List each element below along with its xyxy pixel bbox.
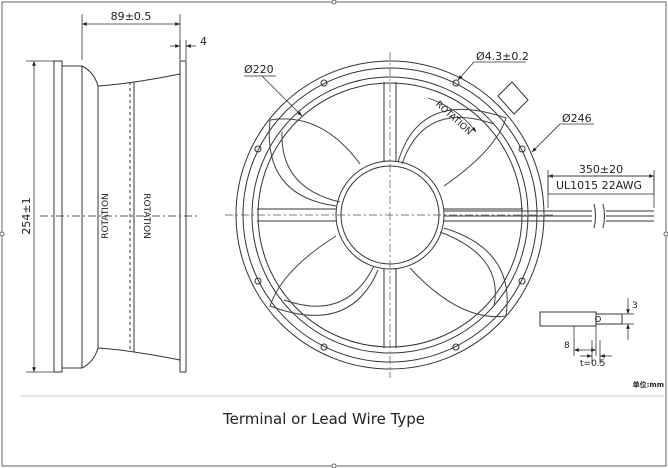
side-left-profile bbox=[81, 65, 99, 369]
side-depth-dim-text: 89±0.5 bbox=[111, 10, 152, 23]
terminal-tab bbox=[595, 313, 623, 325]
terminal-box bbox=[497, 81, 529, 115]
side-view bbox=[40, 60, 200, 373]
lead-length-dim-text: 350±20 bbox=[579, 163, 623, 176]
front-view bbox=[225, 52, 654, 378]
side-height-dim-text: 254±1 bbox=[20, 197, 33, 234]
terminal-detail bbox=[539, 298, 634, 364]
rotation-arrow bbox=[427, 97, 477, 133]
inner-diameter-dim-text: Ø220 bbox=[244, 63, 274, 76]
drawing-caption: Terminal or Lead Wire Type bbox=[222, 410, 425, 428]
side-rotation-label-right: ROTATION bbox=[141, 193, 151, 239]
fan-blades bbox=[268, 108, 508, 318]
lead-length-dimension bbox=[547, 170, 655, 208]
front-leaders bbox=[244, 61, 594, 153]
front-center-lines bbox=[225, 52, 555, 378]
front-rotation-label: ROTATION bbox=[433, 100, 474, 138]
unit-note: 单位:mm bbox=[633, 380, 664, 389]
terminal-body bbox=[539, 311, 597, 327]
side-flange-dimension bbox=[170, 40, 196, 60]
mounting-holes bbox=[254, 79, 526, 351]
terminal-thickness-dim-text: t=0.5 bbox=[580, 359, 605, 369]
hole-diameter-dim-text: Ø4.3±0.2 bbox=[476, 50, 529, 63]
side-rotation-label-left: ROTATION bbox=[101, 193, 111, 239]
terminal-height-dim-text: 3 bbox=[632, 301, 638, 311]
terminal-width-dim-text: 8 bbox=[564, 341, 570, 351]
wire-spec-text: UL1015 22AWG bbox=[556, 179, 642, 192]
side-height-dimension bbox=[26, 60, 54, 373]
side-rotation-labels: ROTATION ROTATION bbox=[101, 193, 151, 239]
side-flange-dim-text: 4 bbox=[200, 35, 207, 48]
lead-wires bbox=[444, 203, 654, 229]
outer-diameter-dim-text: Ø246 bbox=[562, 112, 592, 125]
